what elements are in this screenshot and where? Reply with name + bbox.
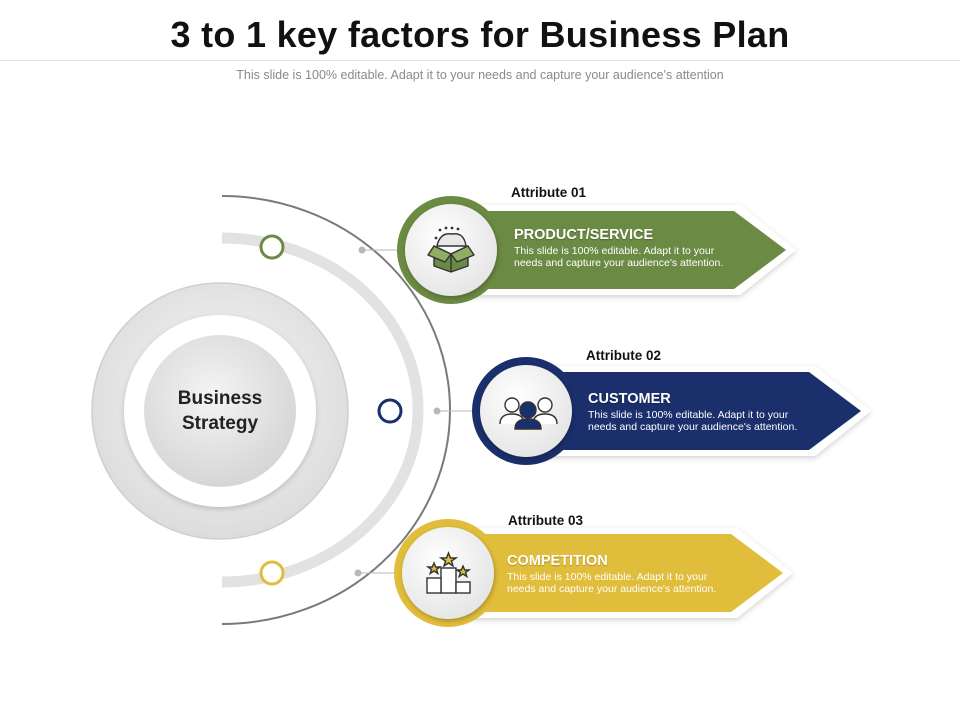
inner-thick-arc [221,232,424,588]
item-desc-1-line2: needs and capture your audience's attent… [514,257,724,269]
outer-thin-arc [221,195,451,625]
attribute-label-1: Attribute 01 [511,185,587,200]
item-desc-1: This slide is 100% editable. Adapt it to… [514,245,764,269]
title-divider [0,60,960,61]
attribute-label-3: Attribute 03 [508,513,584,528]
item-desc-3-line2: needs and capture your audience's attent… [507,583,717,595]
connector-dot-3 [354,569,362,577]
arc-marker-1 [259,234,285,260]
item-heading-2: CUSTOMER [588,391,671,407]
arc-marker-2 [377,398,403,424]
item-desc-1-line1: This slide is 100% editable. Adapt it to… [514,245,715,257]
page-title: 3 to 1 key factors for Business Plan [170,14,790,55]
center-label: Business Strategy [145,386,295,436]
item-desc-2-line1: This slide is 100% editable. Adapt it to… [588,409,789,421]
icon-disc-1 [405,204,497,296]
banner-customer [541,366,871,456]
center-label-line2: Strategy [181,413,259,434]
customer-group-icon [499,397,558,430]
page-subtitle: This slide is 100% editable. Adapt it to… [236,68,724,82]
center-label-line1: Business [177,388,263,409]
banner-competition [463,528,793,618]
item-desc-2: This slide is 100% editable. Adapt it to… [588,409,838,433]
item-desc-2-line2: needs and capture your audience's attent… [588,421,798,433]
product-box-icon [427,226,475,273]
item-heading-3: COMPETITION [507,553,608,569]
item-heading-1: PRODUCT/SERVICE [514,227,654,243]
competition-podium-icon [425,551,472,594]
arc-marker-3 [259,560,285,586]
attribute-label-2: Attribute 02 [586,348,662,363]
connector-dot-2 [433,407,441,415]
item-desc-3: This slide is 100% editable. Adapt it to… [507,571,757,595]
item-desc-3-line1: This slide is 100% editable. Adapt it to… [507,571,708,583]
banner-product-service [466,205,796,295]
connector-dot-1 [358,246,366,254]
center-inner-disc [144,335,296,487]
